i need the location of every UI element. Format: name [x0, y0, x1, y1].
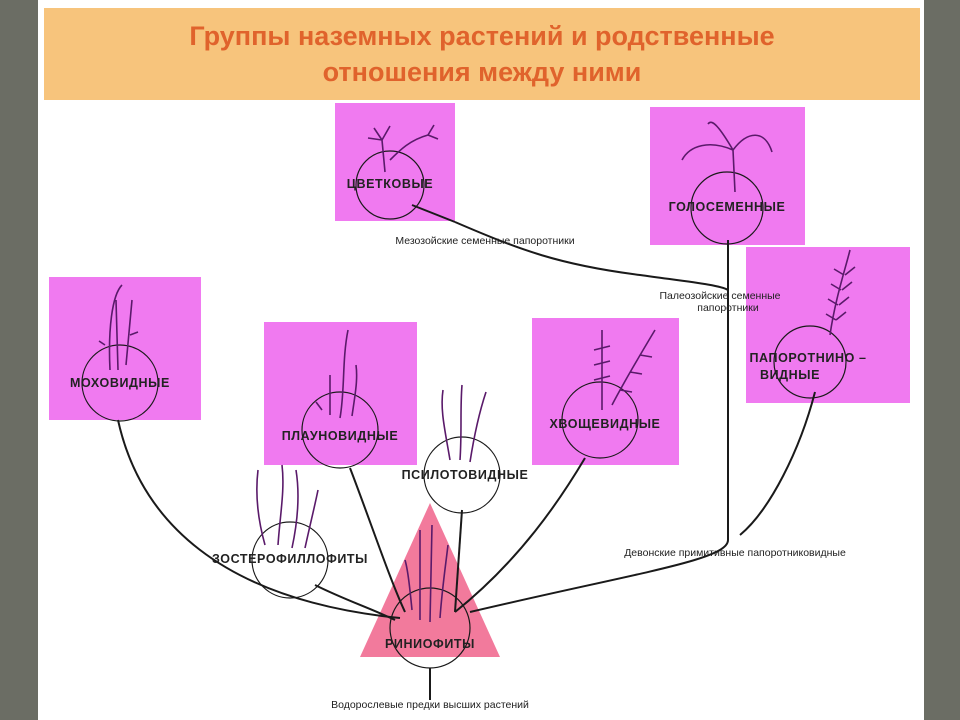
rhynia-sketch — [404, 524, 449, 623]
line-gymnosperms-trunk — [469, 240, 729, 613]
label-mosses: МОХОВИДНЫЕ — [70, 376, 170, 390]
line-mesozoic-curve — [454, 221, 729, 291]
label-paleozoic-line1: Палеозойские семенные — [659, 290, 780, 302]
label-ferns-line1: ПАПОРОТНИНО – — [749, 351, 866, 365]
ferns-circle — [773, 325, 847, 399]
horsetail-sketch — [593, 329, 656, 410]
line-mosses-to-rhynio — [117, 419, 401, 619]
label-mesozoic: Мезозойские семенные папоротники — [395, 235, 574, 247]
label-flowering: ЦВЕТКОВЫЕ — [347, 177, 434, 191]
lycopod-sketch — [315, 329, 358, 419]
line-flowering-to-mesozoic — [411, 204, 456, 223]
label-algal: Водорослевые предки высших растений — [331, 699, 529, 711]
label-gymnosperms: ГОЛОСЕМЕННЫЕ — [669, 200, 786, 214]
label-lycopods: ПЛАУНОВИДНЫЕ — [282, 429, 399, 443]
ferns-highlight — [746, 247, 910, 403]
line-lycopods-to-rhynio — [349, 467, 406, 613]
moss-sketch — [98, 284, 139, 371]
flower-sketch — [367, 124, 439, 173]
horsetails-highlight — [532, 318, 679, 465]
lycopods-circle — [301, 391, 379, 469]
horsetails-circle — [561, 381, 639, 459]
flowering-circle — [355, 150, 425, 220]
label-rhyniophytes: РИНИОФИТЫ — [385, 637, 475, 651]
line-horsetails-to-rhynio — [454, 457, 586, 613]
ginkgo-sketch — [681, 121, 773, 193]
fern-sketch — [825, 249, 856, 336]
line-psilotums-to-rhynio — [454, 509, 463, 613]
flowering-highlight — [335, 103, 455, 221]
label-devonian: Девонские примитивные папоротниковидные — [624, 547, 846, 559]
line-ferns-branch — [739, 391, 816, 536]
mosses-circle — [81, 344, 159, 422]
plant-sketches — [98, 121, 856, 623]
line-zostero-to-rhynio — [314, 584, 396, 621]
psilotum-sketch — [441, 384, 487, 463]
zosterophyllum-sketch — [256, 464, 319, 549]
title-line-2: отношения между ними — [322, 57, 642, 87]
lycopods-highlight — [264, 322, 417, 465]
gymnosperms-highlight — [650, 107, 805, 245]
label-zosterophyllophytes: ЗОСТЕРОФИЛЛОФИТЫ — [212, 552, 368, 566]
label-paleozoic-line2: папоротники — [697, 302, 759, 314]
label-psilotums: ПСИЛОТОВИДНЫЕ — [402, 468, 529, 482]
title-bar: Группы наземных растений и родственные о… — [44, 8, 920, 100]
label-horsetails: ХВОЩЕВИДНЫЕ — [550, 417, 661, 431]
mosses-highlight — [49, 277, 201, 420]
zosterophyllophytes-circle — [251, 521, 329, 599]
title-line-1: Группы наземных растений и родственные — [189, 21, 775, 51]
rhyniophytes-triangle — [360, 503, 500, 657]
label-ferns-line2: ВИДНЫЕ — [760, 368, 820, 382]
